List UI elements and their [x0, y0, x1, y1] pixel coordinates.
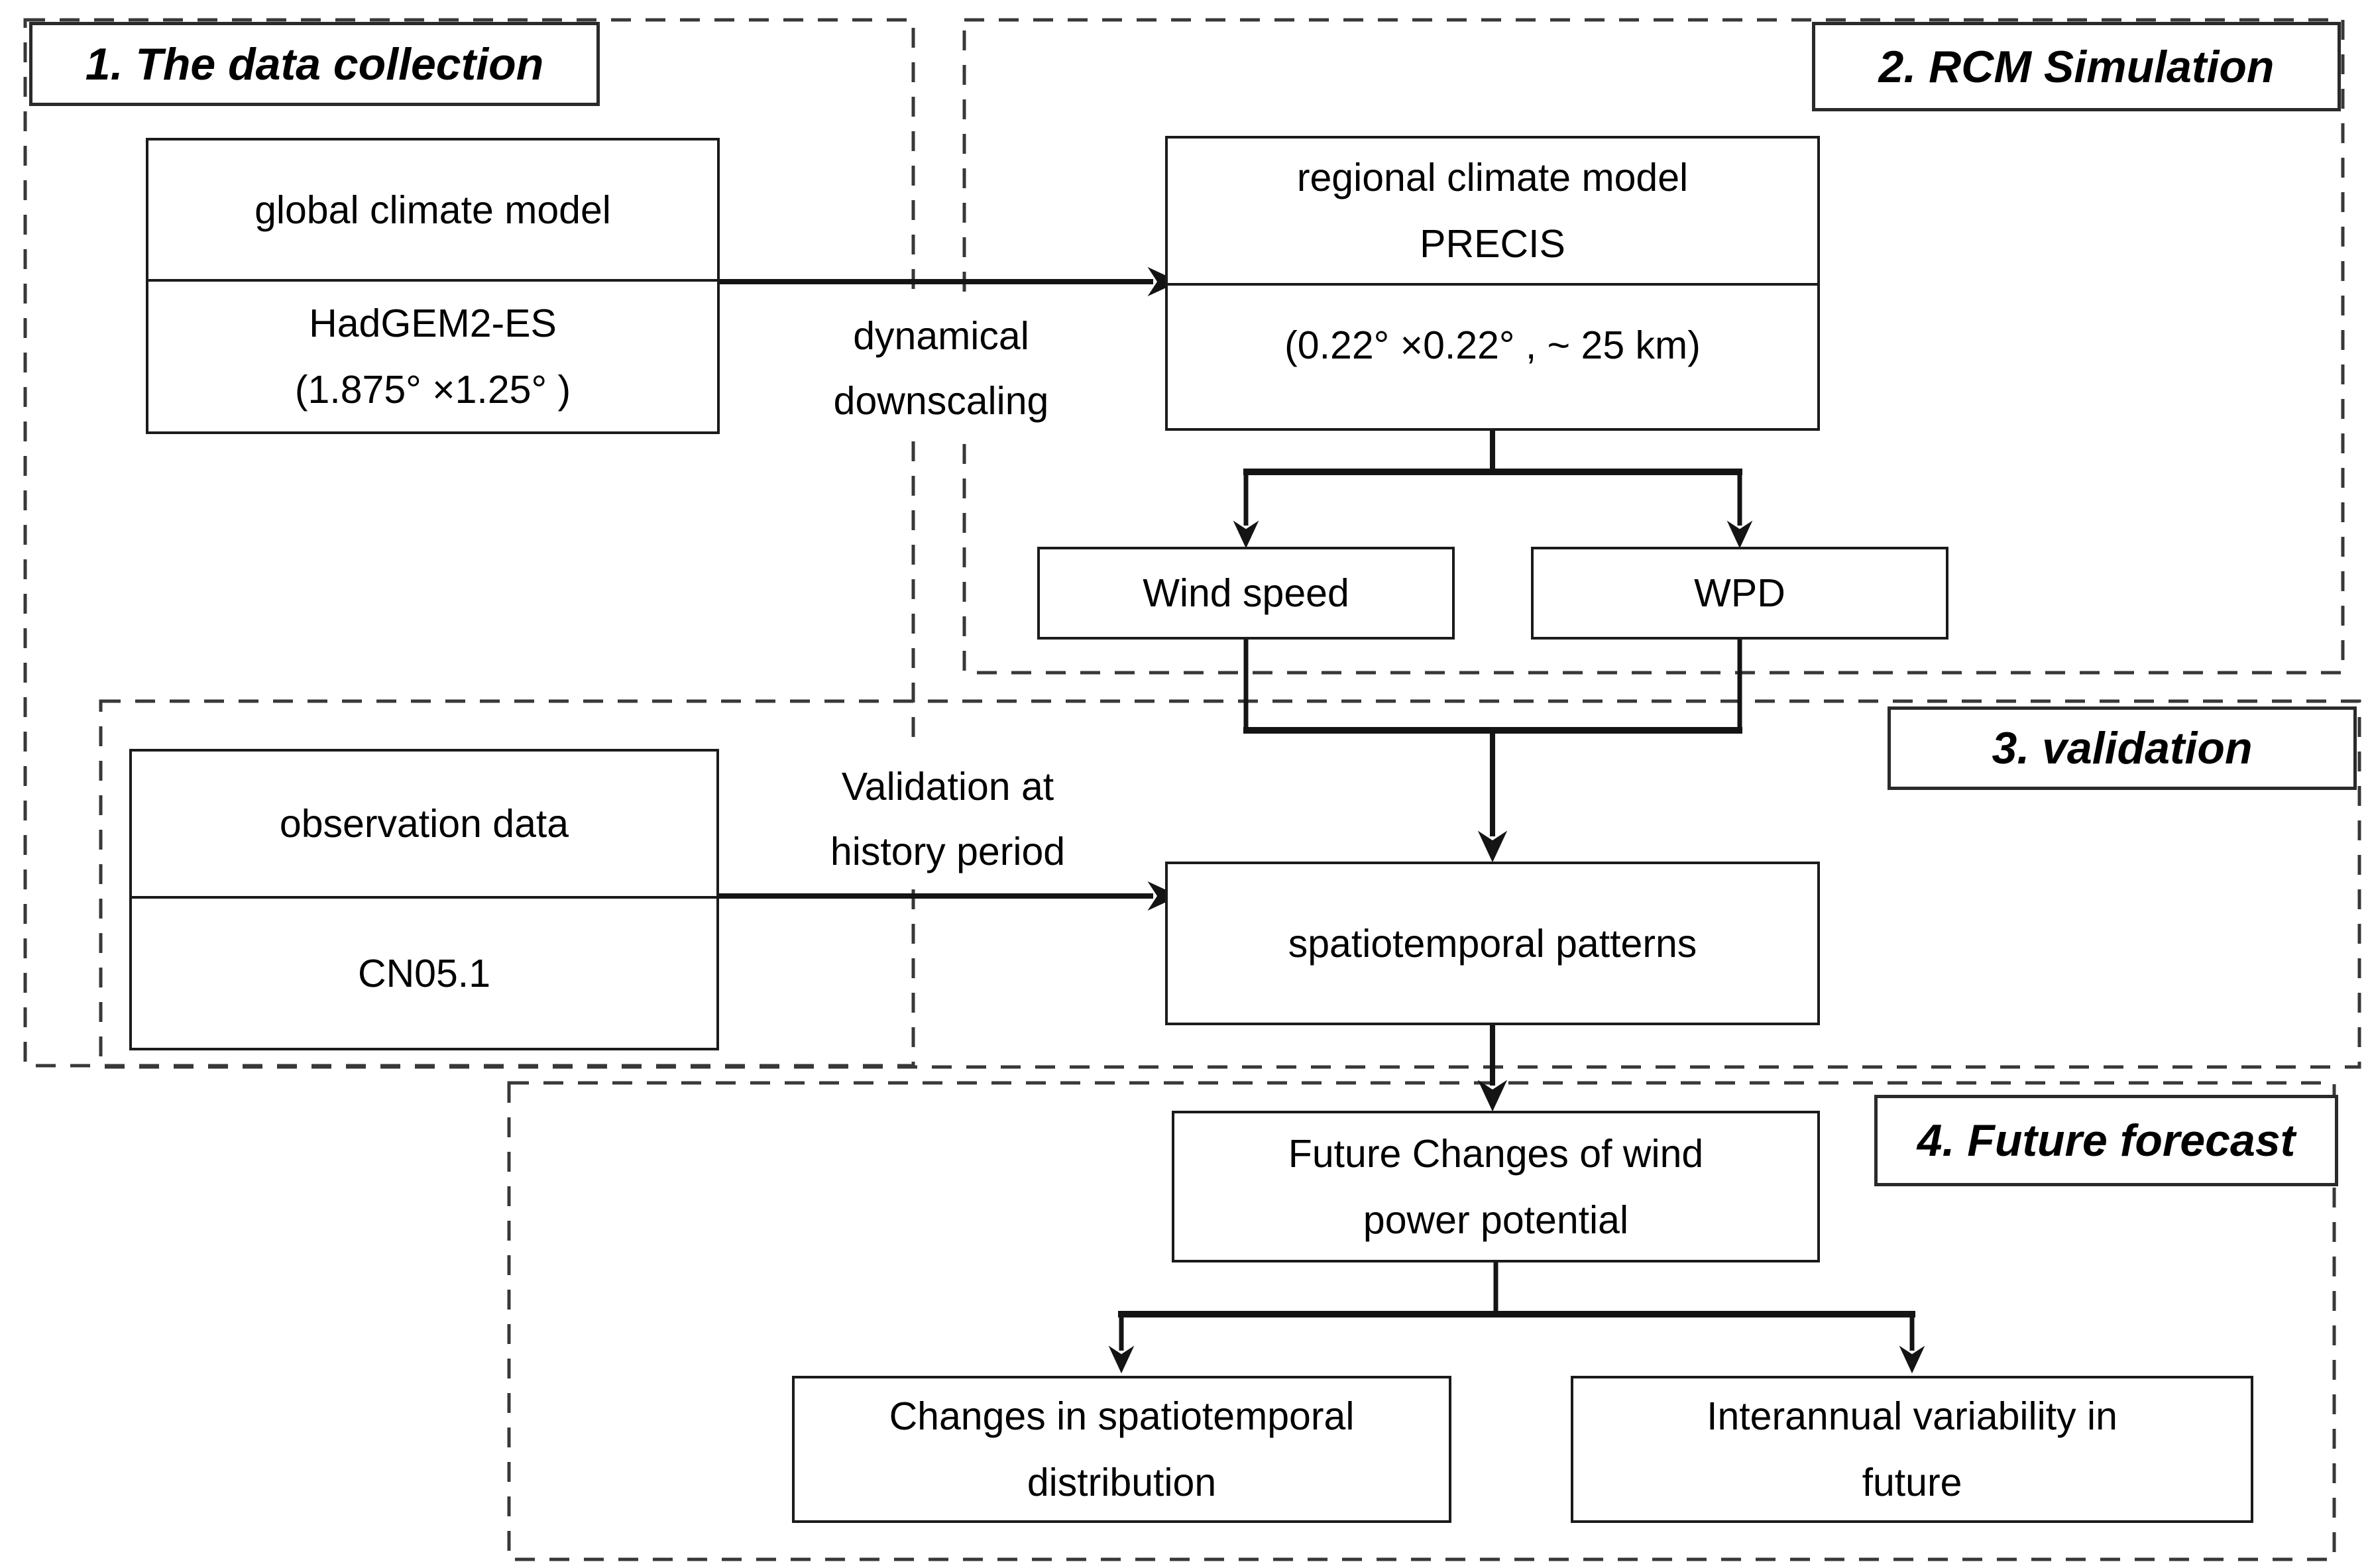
- section-title-rcm-simulation-label: 2. RCM Simulation: [1878, 41, 2275, 92]
- validation-history-label: Validation at history period: [772, 750, 1123, 888]
- section-title-validation-label: 3. validation: [1992, 723, 2253, 773]
- section-title-rcm-simulation: 2. RCM Simulation: [1812, 22, 2341, 111]
- future-changes-line1: Future Changes of wind: [1288, 1131, 1704, 1176]
- regional-climate-model-box: regional climate model PRECIS (0.22° ×0.…: [1165, 136, 1820, 431]
- changes-distribution-box: Changes in spatiotemporal distribution: [792, 1376, 1451, 1523]
- wind-speed-label: Wind speed: [1143, 571, 1349, 615]
- wpd-label: WPD: [1694, 571, 1785, 615]
- wind-speed-box: Wind speed: [1037, 547, 1455, 640]
- section-title-data-collection-label: 1. The data collection: [85, 38, 544, 89]
- global-climate-model-resolution: (1.875° ×1.25° ): [294, 368, 571, 412]
- global-climate-model-title-section: global climate model: [148, 140, 717, 282]
- regional-climate-model-detail-section: (0.22° ×0.22° , ~ 25 km): [1168, 286, 1817, 428]
- regional-climate-model-title: regional climate model: [1296, 156, 1689, 199]
- section-title-validation: 3. validation: [1888, 706, 2357, 790]
- global-climate-model-detail-section: HadGEM2-ES (1.875° ×1.25° ): [148, 282, 717, 431]
- section-title-future-forecast: 4. Future forecast: [1874, 1095, 2338, 1186]
- section-3-boundary: [99, 699, 2361, 1069]
- interannual-variability-line1: Interannual variability in: [1707, 1394, 2117, 1438]
- changes-distribution-line2: distribution: [1027, 1461, 1217, 1504]
- dynamical-downscaling-line1: dynamical: [853, 314, 1029, 358]
- observation-dataset-name: CN05.1: [357, 951, 491, 995]
- global-climate-model-title: global climate model: [254, 188, 611, 232]
- observation-data-title-section: observation data: [132, 752, 716, 899]
- future-changes-box: Future Changes of wind power potential: [1172, 1111, 1820, 1262]
- section-4-boundary: [507, 1081, 2336, 1561]
- spatiotemporal-patterns-label: spatiotemporal patterns: [1288, 921, 1697, 966]
- global-climate-model-name: HadGEM2-ES: [309, 302, 557, 345]
- section-title-data-collection: 1. The data collection: [29, 22, 600, 106]
- changes-distribution-line1: Changes in spatiotemporal: [889, 1394, 1355, 1438]
- observation-data-box: observation data CN05.1: [129, 749, 719, 1050]
- regional-climate-model-title-section: regional climate model PRECIS: [1168, 139, 1817, 286]
- section-title-future-forecast-label: 4. Future forecast: [1917, 1115, 2296, 1166]
- validation-history-line2: history period: [830, 830, 1066, 873]
- dynamical-downscaling-label: dynamical downscaling: [769, 300, 1113, 437]
- interannual-variability-box: Interannual variability in future: [1571, 1376, 2253, 1523]
- observation-data-title: observation data: [279, 802, 569, 846]
- spatiotemporal-patterns-box: spatiotemporal patterns: [1165, 862, 1820, 1025]
- global-climate-model-box: global climate model HadGEM2-ES (1.875° …: [146, 138, 720, 434]
- future-changes-line2: power potential: [1363, 1198, 1629, 1242]
- regional-climate-model-name: PRECIS: [1420, 222, 1565, 266]
- wpd-box: WPD: [1531, 547, 1948, 640]
- interannual-variability-line2: future: [1862, 1461, 1962, 1504]
- dynamical-downscaling-line2: downscaling: [833, 379, 1049, 423]
- validation-history-line1: Validation at: [841, 765, 1054, 809]
- observation-data-detail-section: CN05.1: [132, 899, 716, 1048]
- regional-climate-model-resolution: (0.22° ×0.22° , ~ 25 km): [1284, 323, 1701, 367]
